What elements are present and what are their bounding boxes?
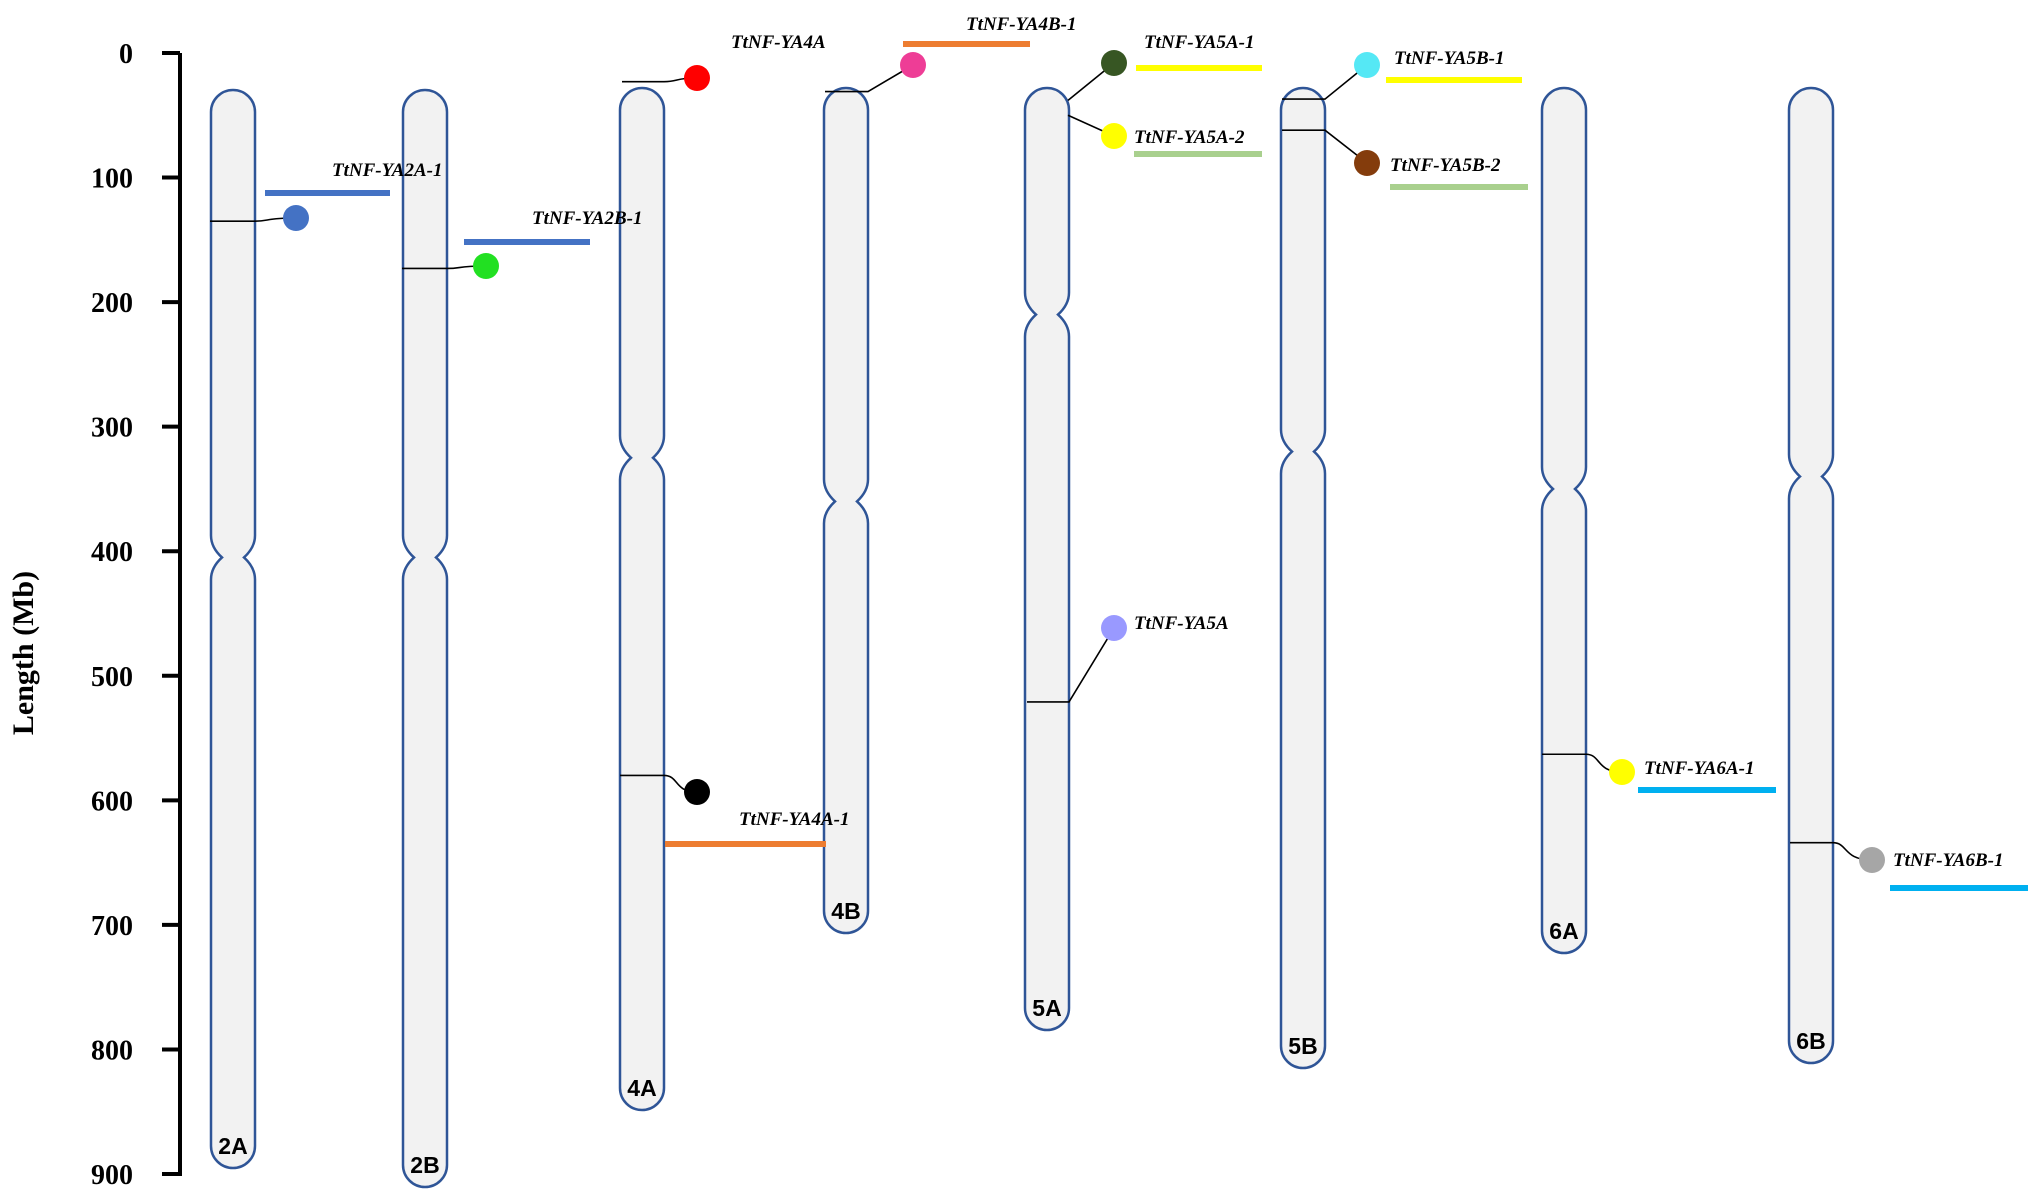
gene-marker-ttnf-ya5a-1: TtNF-YA5A-1 <box>1067 32 1262 101</box>
chromosome-2a <box>209 88 257 1170</box>
y-tick-label: 100 <box>91 164 133 195</box>
gene-label: TtNF-YA4A-1 <box>739 809 849 830</box>
gene-connector <box>825 64 914 93</box>
y-tick-label: 900 <box>91 1160 133 1191</box>
gene-dot <box>1354 150 1380 176</box>
gene-dot <box>900 52 926 78</box>
gene-marker-ttnf-ya2b-1: TtNF-YA2B-1 <box>402 208 642 279</box>
chromosome-5a <box>1023 86 1071 1032</box>
chromosome-label: 6B <box>1796 1028 1825 1054</box>
gene-marker-ttnf-ya5a-2: TtNF-YA5A-2 <box>1067 114 1262 157</box>
gene-marker-ttnf-ya4b-1: TtNF-YA4B-1 <box>825 14 1076 93</box>
gene-dot <box>1354 52 1380 78</box>
gene-connector <box>1027 627 1115 703</box>
gene-dot <box>1101 50 1127 76</box>
gene-marker-ttnf-ya4a-1: TtNF-YA4A-1 <box>620 774 849 847</box>
gene-dot <box>684 65 710 91</box>
chromosome-2b <box>401 88 449 1189</box>
chromosome-label: 4A <box>627 1075 656 1101</box>
gene-dot <box>1101 123 1127 149</box>
gene-connector <box>1282 129 1368 164</box>
chromosome-4b <box>822 86 870 935</box>
y-axis: 0 100 200 300 400 500 600 700 800 900 Length (Mb) <box>7 39 182 1191</box>
gene-marker-ttnf-ya4a: TtNF-YA4A <box>622 32 826 91</box>
chromosomes: 2A 2B 4A 4B 5A 5B 6A 6B <box>209 86 1835 1189</box>
gene-dot <box>1609 759 1635 785</box>
gene-label: TtNF-YA2B-1 <box>532 208 642 229</box>
chromosome-label: 4B <box>831 898 860 924</box>
gene-label: TtNF-YA5A-1 <box>1144 32 1254 53</box>
gene-label: TtNF-YA5A <box>1134 613 1229 634</box>
gene-label: TtNF-YA4A <box>731 32 826 53</box>
gene-label: TtNF-YA6B-1 <box>1893 850 2003 871</box>
gene-marker-ttnf-ya5b-1: TtNF-YA5B-1 <box>1282 48 1522 100</box>
chromosome-6b <box>1787 86 1835 1065</box>
chromosome-label: 5B <box>1288 1033 1317 1059</box>
gene-dot <box>684 779 710 805</box>
gene-label: TtNF-YA5A-2 <box>1134 127 1245 148</box>
y-tick-label: 400 <box>91 537 133 568</box>
gene-connector <box>1282 64 1368 100</box>
gene-marker-ttnf-ya6a-1: TtNF-YA6A-1 <box>1542 753 1776 793</box>
gene-marker-ttnf-ya5a: TtNF-YA5A <box>1027 613 1229 703</box>
gene-label: TtNF-YA5B-2 <box>1390 155 1501 176</box>
gene-dot <box>1859 847 1885 873</box>
gene-label: TtNF-YA4B-1 <box>966 14 1076 35</box>
y-tick-label: 500 <box>91 662 133 693</box>
gene-dot <box>1101 615 1127 641</box>
gene-label: TtNF-YA5B-1 <box>1394 48 1504 69</box>
chromosome-4a <box>618 86 666 1112</box>
gene-dot <box>283 205 309 231</box>
chromosome-label: 5A <box>1032 995 1061 1021</box>
gene-label: TtNF-YA6A-1 <box>1644 758 1754 779</box>
gene-marker-ttnf-ya6b-1: TtNF-YA6B-1 <box>1790 841 2028 891</box>
chromosome-label: 2A <box>218 1133 247 1159</box>
y-tick-label: 0 <box>119 39 133 70</box>
y-tick-label: 700 <box>91 911 133 942</box>
y-axis-title: Length (Mb) <box>7 571 40 735</box>
chromosome-label: 6A <box>1549 918 1578 944</box>
gene-dot <box>473 253 499 279</box>
y-tick-label: 600 <box>91 786 133 817</box>
chromosome-5b <box>1279 86 1327 1070</box>
gene-marker-ttnf-ya2a-1: TtNF-YA2A-1 <box>210 160 442 231</box>
gene-label: TtNF-YA2A-1 <box>332 160 442 181</box>
y-tick-label: 200 <box>91 288 133 319</box>
gene-marker-ttnf-ya5b-2: TtNF-YA5B-2 <box>1282 129 1528 190</box>
chromosome-label: 2B <box>410 1152 439 1178</box>
y-tick-label: 800 <box>91 1035 133 1066</box>
chromosome-6a <box>1540 86 1588 955</box>
y-tick-label: 300 <box>91 413 133 444</box>
